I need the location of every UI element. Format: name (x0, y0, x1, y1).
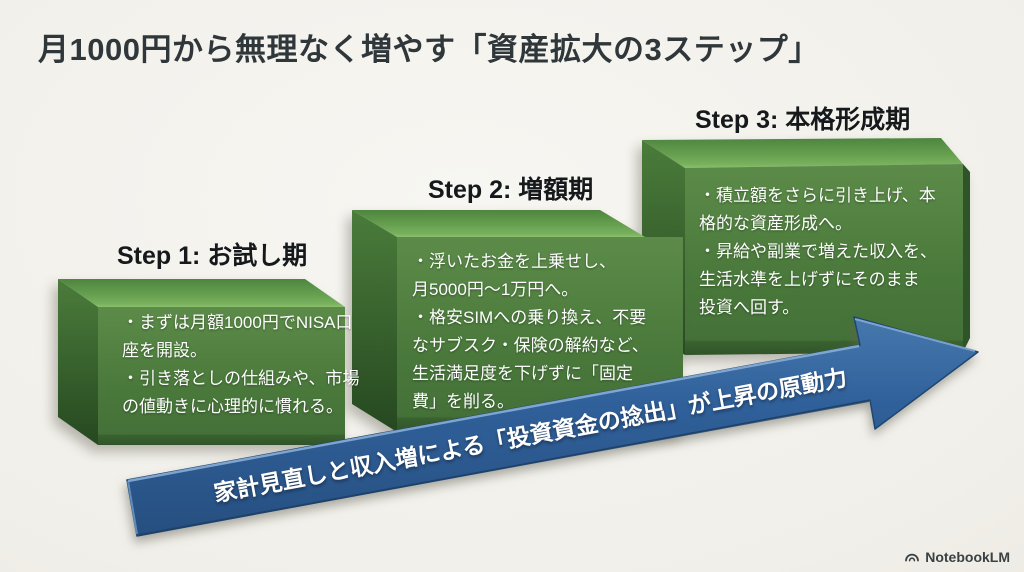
step-3-top-face (642, 138, 963, 168)
arrow-top-bevel (127, 344, 860, 483)
step-1-block (58, 279, 345, 445)
arrow-tail-bevel (127, 480, 138, 535)
step-2-body: ・浮いたお金を上乗せし、 月5000円〜1万円へ。 ・格安SIMへの乗り換え、不… (412, 252, 649, 411)
growth-arrow (126, 316, 979, 537)
step-2-block (352, 210, 683, 432)
notebooklm-logo-icon (905, 553, 920, 562)
arrow-bottom-edge (138, 400, 870, 536)
notebooklm-wordmark: NotebookLM (925, 549, 1010, 565)
page-title: 月1000円から無理なく増やす「資産拡大の3ステップ」 (38, 32, 820, 67)
notebooklm-watermark: NotebookLM (904, 549, 1010, 565)
step-3-label: Step 3: 本格形成期 (695, 106, 911, 134)
step-3-front-face (685, 164, 963, 355)
step-2-label: Step 2: 増額期 (428, 176, 594, 204)
arrowhead-top-bevel (854, 318, 976, 352)
step-2-front-face (397, 237, 683, 432)
step-1-front-face (98, 307, 345, 445)
step-1-label: Step 1: お試し期 (117, 242, 308, 270)
step-1-body: ・まずは月額1000円でNISA口 座を開設。 ・引き落としの仕組みや、市場 の… (122, 313, 360, 416)
step-1-top-face (58, 279, 345, 307)
step-1-left-face (58, 279, 98, 445)
step-2-top-face (352, 210, 645, 237)
step-3-body: ・積立額をさらに引き上げ、本 格的な資産形成へ。 ・昇給や副業で増えた収入を、 … (699, 186, 937, 317)
step-3-right-face (963, 164, 970, 352)
step-2-left-face (352, 210, 397, 432)
